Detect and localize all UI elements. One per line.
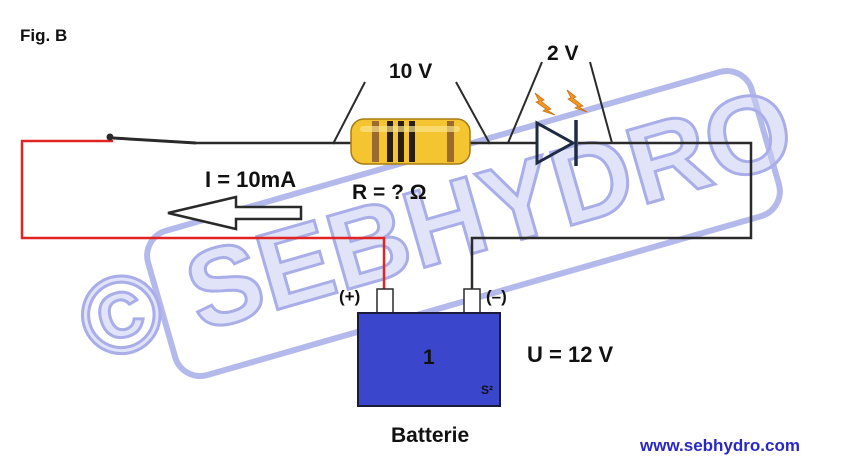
resistor [350,118,471,165]
battery-number: 1 [423,346,435,369]
led-triangle [535,120,577,166]
battery-body [357,312,501,407]
switch-lever [112,136,197,145]
resistor-band-1 [372,121,379,162]
switch-pivot [106,133,114,141]
current-arrow-icon [167,195,303,231]
battery-plus-terminal [376,288,394,315]
website-link[interactable]: www.sebhydro.com [640,436,800,455]
resistor-voltage-line-right [455,81,491,145]
battery-brand-mark: S² [481,383,493,397]
plus-terminal-label: (+) [339,287,361,306]
resistor-band-2 [387,121,393,162]
supply-voltage-label: U = 12 V [527,342,614,367]
figure-label: Fig. B [20,26,68,45]
resistor-band-5 [447,121,454,162]
led-voltage-line-right [589,61,613,144]
current-label: I = 10mA [205,167,297,192]
resistor-band-4 [409,121,415,162]
resistor-band-3 [398,121,404,162]
negative-wire [470,141,753,289]
resistance-label: R = ? Ω [352,181,427,204]
switch [106,133,197,145]
minus-terminal-label: (–) [486,287,507,306]
led [534,89,588,166]
battery [357,288,501,407]
positive-wire [20,139,386,289]
resistor-voltage-label: 10 V [389,60,433,83]
led-voltage-line-left [507,61,543,144]
led-voltage-label: 2 V [547,42,579,65]
resistor-highlight [360,126,460,132]
battery-minus-terminal [463,288,481,315]
resistor-voltage-line-left [332,81,366,145]
light-emission-icon [534,89,588,116]
battery-name-label: Batterie [391,424,470,447]
